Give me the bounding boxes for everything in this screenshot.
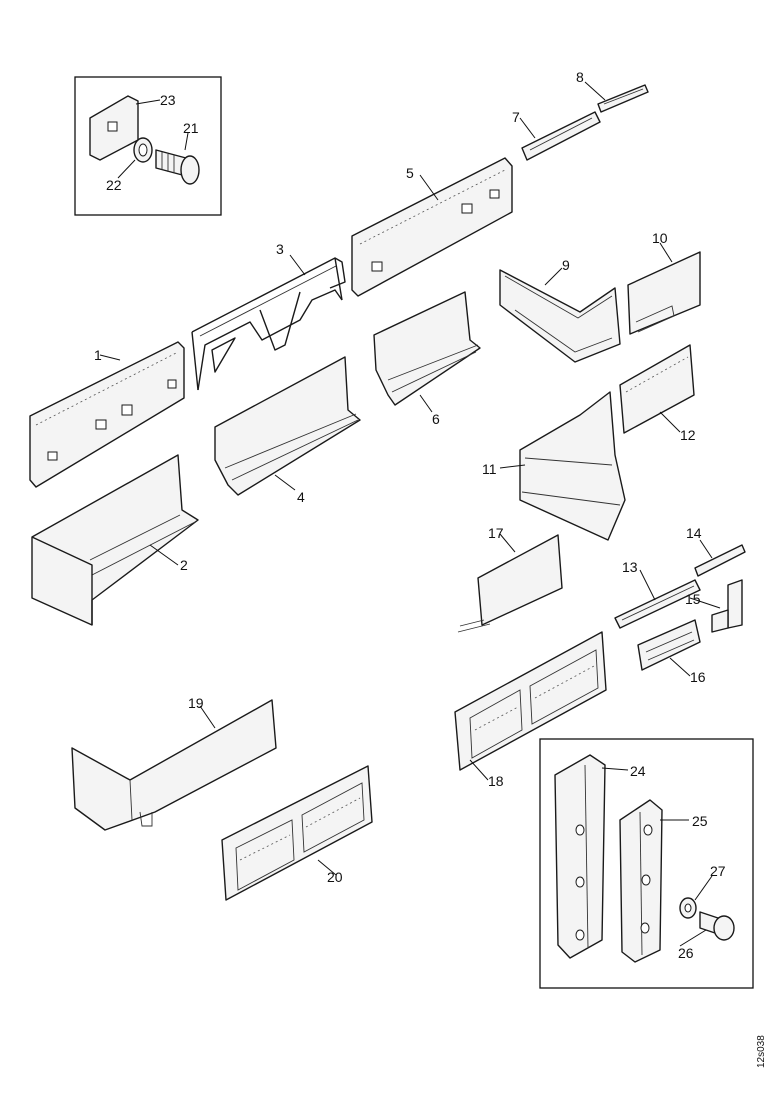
part-1	[29, 341, 185, 488]
part-21-head	[180, 155, 200, 185]
part-18	[454, 631, 607, 771]
part-6	[373, 291, 481, 406]
part-23-hole	[107, 121, 118, 132]
callout-5: 5	[406, 165, 414, 181]
callout-7: 7	[512, 109, 520, 125]
callout-3: 3	[276, 241, 284, 257]
part-26-head	[713, 915, 735, 941]
inset-post-group	[539, 738, 754, 989]
part-8	[597, 84, 649, 113]
part-12	[619, 344, 695, 434]
callout-24: 24	[630, 763, 646, 779]
callout-27: 27	[710, 863, 726, 879]
leader-lines	[99, 81, 721, 947]
part-7	[521, 111, 601, 161]
part-19	[71, 699, 277, 831]
callout-8: 8	[576, 69, 584, 85]
callout-11: 11	[482, 461, 497, 477]
callout-19: 19	[188, 695, 204, 711]
part-3	[191, 257, 346, 391]
part-14	[694, 544, 746, 577]
callout-4: 4	[297, 489, 305, 505]
part-17	[457, 534, 563, 633]
callout-1: 1	[94, 347, 102, 363]
callout-13: 13	[622, 559, 638, 575]
callout-22: 22	[106, 177, 122, 193]
document-id: 12s038	[756, 1035, 767, 1068]
callout-26: 26	[678, 945, 694, 961]
callout-6: 6	[432, 411, 440, 427]
part-4	[214, 356, 361, 496]
inset-fastener-group	[74, 76, 222, 216]
part-5	[351, 157, 513, 297]
callout-labels: 1 2 3 4 5 6 7 8 9 10 11 12 13 14 15 16 1…	[94, 69, 726, 961]
callout-17: 17	[488, 525, 504, 541]
callout-18: 18	[488, 773, 504, 789]
part-2	[31, 454, 199, 626]
part-10	[627, 251, 701, 335]
inset-frame-bottom	[539, 738, 754, 989]
part-24-shape	[554, 754, 606, 959]
callout-10: 10	[652, 230, 668, 246]
callout-23: 23	[160, 92, 176, 108]
part-9	[499, 269, 621, 363]
part-20	[221, 765, 373, 901]
part-16	[637, 619, 701, 671]
callout-20: 20	[327, 869, 343, 885]
callout-15: 15	[685, 591, 701, 607]
callout-21: 21	[183, 120, 199, 136]
callout-14: 14	[686, 525, 702, 541]
inset-frame-top	[74, 76, 222, 216]
part-11	[519, 391, 626, 541]
part-13	[614, 579, 701, 629]
callout-16: 16	[690, 669, 706, 685]
part-15	[711, 579, 743, 633]
callout-12: 12	[680, 427, 696, 443]
callout-9: 9	[562, 257, 570, 273]
callout-2: 2	[180, 557, 188, 573]
callout-25: 25	[692, 813, 708, 829]
